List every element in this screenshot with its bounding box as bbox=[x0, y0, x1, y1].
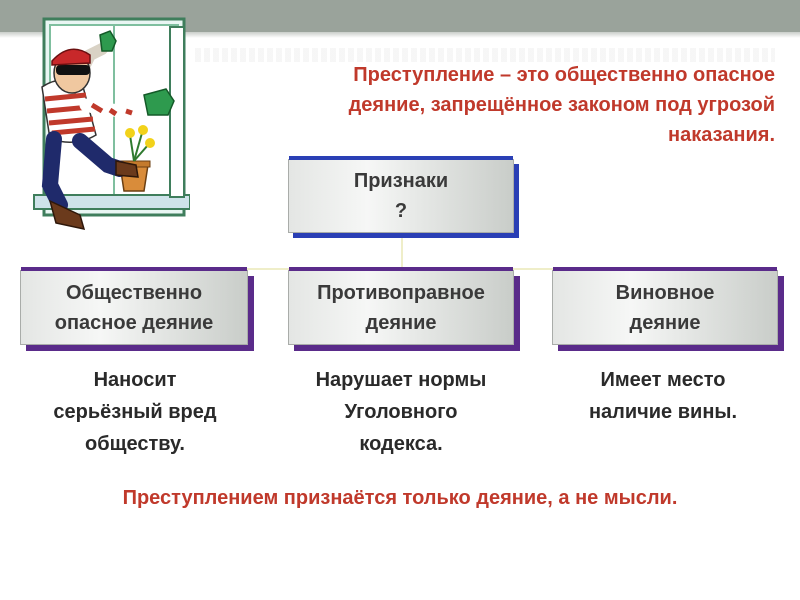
signs-box-title: Признаки bbox=[353, 170, 449, 192]
feature-box-guilty: Виновное деяние bbox=[552, 267, 778, 345]
description-line: Имеет место bbox=[600, 369, 726, 391]
description-line: Уголовного bbox=[344, 401, 458, 423]
definition-line: наказания. bbox=[668, 124, 775, 146]
top-strip bbox=[0, 32, 800, 38]
description-line: Нарушает нормы bbox=[315, 369, 487, 391]
signs-box-question: ? bbox=[394, 200, 408, 222]
description-line: серьёзный вред bbox=[53, 401, 217, 423]
feature-description-socially-dangerous: Наносит серьёзный вред обществу. bbox=[20, 364, 250, 460]
description-line: кодекса. bbox=[359, 433, 443, 455]
feature-label-line: Виновное bbox=[615, 281, 715, 304]
crime-definition: Преступление – это общественно опасное д… bbox=[190, 60, 775, 150]
feature-description-unlawful: Нарушает нормы Уголовного кодекса. bbox=[285, 364, 517, 460]
box-accent-line bbox=[21, 267, 247, 271]
definition-line: Преступление – это общественно опасное bbox=[353, 64, 775, 86]
signs-box: Признаки ? bbox=[288, 156, 514, 233]
box-accent-line bbox=[289, 156, 513, 160]
description-line: обществу. bbox=[85, 433, 185, 455]
feature-label-line: деяние bbox=[629, 311, 701, 334]
feature-label-line: опасное деяние bbox=[54, 311, 214, 334]
feature-label-line: Общественно bbox=[65, 281, 203, 304]
footer-note: Преступлением признаётся только деяние, … bbox=[122, 487, 678, 509]
feature-box-unlawful: Противоправное деяние bbox=[288, 267, 514, 345]
feature-label-line: Противоправное bbox=[317, 281, 485, 304]
description-line: наличие вины. bbox=[588, 401, 738, 423]
title-decoration bbox=[195, 48, 775, 62]
feature-label-line: деяние bbox=[365, 311, 437, 334]
burglar-climbing-window-icon bbox=[20, 15, 191, 265]
connector-vertical bbox=[401, 234, 403, 268]
definition-line: деяние, запрещённое законом под угрозой bbox=[348, 94, 775, 116]
box-accent-line bbox=[553, 267, 777, 271]
box-accent-line bbox=[289, 267, 513, 271]
feature-description-guilty: Имеет место наличие вины. bbox=[548, 364, 778, 428]
description-line: Наносит bbox=[93, 369, 177, 391]
feature-box-socially-dangerous: Общественно опасное деяние bbox=[20, 267, 248, 345]
